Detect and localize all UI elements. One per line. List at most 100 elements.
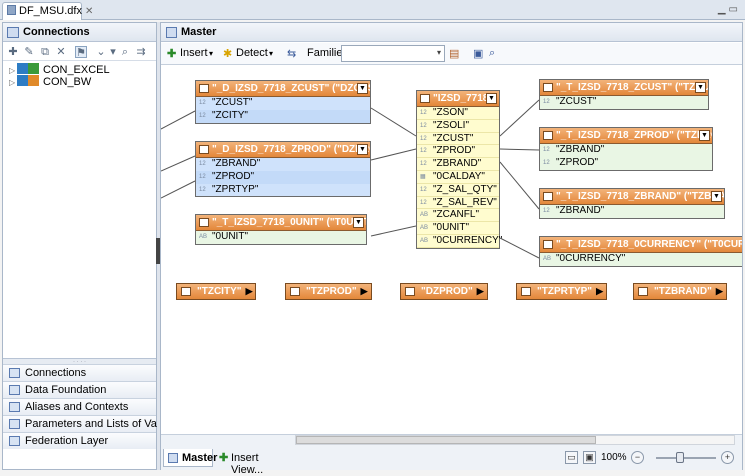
column-row[interactable]: AB"0CURRENCY" (540, 253, 742, 266)
table-izsd-7718[interactable]: "IZSD_7718"▼ 12"ZSON" 12"ZSOLI" 12"ZCUST… (416, 90, 502, 249)
column-row[interactable]: ▦"0CALDAY" (417, 171, 499, 184)
expand-arrow-icon[interactable]: ▶ (360, 286, 368, 296)
paint-icon[interactable]: ▤ (449, 48, 460, 60)
column-row[interactable]: 12"ZBRAND" (196, 158, 370, 171)
column-row[interactable]: 12"ZCUST" (196, 97, 370, 110)
splitter-grip[interactable]: · · · · (3, 358, 156, 365)
column-row[interactable]: 12"ZSOLI" (417, 120, 499, 133)
column-row[interactable]: 12"Z_SAL_REV" (417, 197, 499, 210)
tab-master[interactable]: Master (163, 449, 217, 467)
nav-connections[interactable]: Connections (3, 364, 156, 381)
table-tzbrand[interactable]: "_T_IZSD_7718_ZBRAND" ("TZBRAND")▼ 12"ZB… (539, 188, 725, 219)
alias-tzprod[interactable]: "TZPROD"▶ (285, 283, 372, 300)
table-header[interactable]: "_T_IZSD_7718_ZCUST" ("TZCUST")▼ (540, 80, 708, 96)
alias-tzprtyp[interactable]: "TZPRTYP"▶ (516, 283, 608, 300)
column-row[interactable]: 12"Z_SAL_QTY" (417, 184, 499, 197)
zoom-fit-icon[interactable]: ⌕ (489, 47, 496, 59)
window-controls[interactable]: ▁▭ (718, 4, 741, 15)
expand-arrow-icon[interactable]: ▶ (245, 286, 253, 296)
table-header[interactable]: "_T_IZSD_7718_ZBRAND" ("TZBRAND")▼ (540, 189, 724, 205)
nav-aliases-contexts[interactable]: Aliases and Contexts (3, 398, 156, 415)
filter-icon[interactable]: ⚑ (75, 46, 87, 59)
zoom-slider[interactable] (656, 457, 716, 459)
alias-tzcity[interactable]: "TZCITY"▶ (176, 283, 257, 300)
table-header[interactable]: "_T_IZSD_7718_ZPROD" ("TZPROD")▼ (540, 128, 712, 144)
tab-insert-view[interactable]: ✚Insert View... (217, 449, 287, 476)
chevron-down-icon[interactable]: ▾ (110, 46, 116, 58)
expand-icon[interactable]: ▷ (9, 66, 16, 75)
table-dzprod[interactable]: "_D_IZSD_7718_ZPROD" ("DZPROD")▼ 12"ZBRA… (195, 141, 371, 198)
column-row[interactable]: 12"ZPROD" (417, 145, 499, 159)
chevron-down-icon[interactable]: ▼ (486, 93, 497, 104)
detect-button[interactable]: Detect (236, 47, 268, 59)
diagram-canvas[interactable]: "_D_IZSD_7718_ZCUST" ("DZCUST")▼ 12"ZCUS… (161, 66, 742, 434)
table-header[interactable]: "_T_IZSD_7718_0CURRENCY" ("T0CURRENCY") (540, 237, 742, 253)
nav-data-foundation[interactable]: Data Foundation (3, 381, 156, 398)
fit-width-icon[interactable]: ▣ (583, 451, 596, 464)
table-header[interactable]: "IZSD_7718"▼ (417, 91, 499, 107)
zoom-in-icon[interactable]: + (721, 451, 734, 464)
file-tab[interactable]: DF_MSU.dfx✕ (2, 2, 93, 20)
column-row[interactable]: 12"ZCITY" (196, 109, 370, 123)
chevron-down-icon[interactable]: ▼ (695, 82, 706, 93)
table-tzcust[interactable]: "_T_IZSD_7718_ZCUST" ("TZCUST")▼ 12"ZCUS… (539, 79, 709, 110)
chevron-down-icon[interactable]: ▾ (269, 49, 274, 58)
chevron-down-icon[interactable]: ▼ (711, 191, 722, 202)
chevron-down-icon[interactable]: ▼ (357, 83, 368, 94)
new-connection-icon[interactable]: ✚ (8, 46, 18, 58)
layout-icon[interactable]: ⇆ (287, 48, 297, 60)
families-combo[interactable]: ▾ (341, 45, 445, 62)
zoom-out-icon[interactable]: − (631, 451, 644, 464)
column-row[interactable]: AB"0UNIT" (196, 231, 366, 244)
column-row[interactable]: 12"ZBRAND" (540, 144, 712, 157)
column-row[interactable]: 12"ZPRTYP" (196, 184, 370, 197)
expand-arrow-icon[interactable]: ▶ (596, 286, 604, 296)
minimize-icon[interactable]: ▁ (717, 4, 729, 15)
collapse-icon[interactable]: ⇉ (136, 46, 146, 58)
chevron-down-icon[interactable]: ▼ (357, 144, 368, 155)
column-row[interactable]: 12"ZSON" (417, 107, 499, 120)
delete-icon[interactable]: ✕ (56, 46, 66, 58)
fit-page-icon[interactable]: ▭ (565, 451, 578, 464)
chevron-down-icon[interactable]: ▼ (699, 130, 710, 141)
table-header[interactable]: "_D_IZSD_7718_ZPROD" ("DZPROD")▼ (196, 142, 370, 158)
nav-federation-layer[interactable]: Federation Layer (3, 432, 156, 449)
table-dzcust[interactable]: "_D_IZSD_7718_ZCUST" ("DZCUST")▼ 12"ZCUS… (195, 80, 371, 124)
alias-dzprod[interactable]: "DZPROD"▶ (400, 283, 488, 300)
column-row[interactable]: AB"0CURRENCY" (417, 235, 502, 248)
table-t0unit[interactable]: "_T_IZSD_7718_0UNIT" ("T0UNIT")▼ AB"0UNI… (195, 214, 367, 245)
column-row[interactable]: 12"ZBRAND" (540, 205, 724, 218)
tree-item-con-bw[interactable]: ▷CON_BW (9, 75, 91, 89)
expand-arrow-icon[interactable]: ▶ (715, 286, 723, 296)
table-tzprod[interactable]: "_T_IZSD_7718_ZPROD" ("TZPROD")▼ 12"ZBRA… (539, 127, 713, 171)
table-header[interactable]: "_T_IZSD_7718_0UNIT" ("T0UNIT")▼ (196, 215, 366, 231)
find-icon[interactable]: ⌕ (121, 46, 129, 58)
sort-icon[interactable]: ⌄ (96, 46, 106, 58)
maximize-icon[interactable]: ▭ (728, 4, 741, 15)
horizontal-scrollbar[interactable] (295, 435, 735, 445)
scrollbar-thumb[interactable] (296, 436, 596, 444)
column-row[interactable]: 12"ZCUST" (540, 96, 708, 109)
insert-button[interactable]: Insert (180, 47, 208, 59)
column-row[interactable]: 12"ZPROD" (196, 170, 370, 184)
column-row[interactable]: 12"ZBRAND" (417, 158, 499, 171)
page-icon[interactable]: ▣ (473, 48, 484, 60)
column-row[interactable]: AB"ZCANFL" (417, 209, 499, 223)
column-row[interactable]: AB"0UNIT" (417, 222, 499, 235)
table-t0currency[interactable]: "_T_IZSD_7718_0CURRENCY" ("T0CURRENCY") … (539, 236, 742, 267)
chevron-down-icon[interactable]: ▾ (436, 48, 441, 57)
chevron-down-icon[interactable]: ▼ (353, 217, 364, 228)
column-row[interactable]: 12"ZPROD" (540, 157, 712, 170)
table-header[interactable]: "_D_IZSD_7718_ZCUST" ("DZCUST")▼ (196, 81, 370, 97)
tree-item-con-excel[interactable]: ▷CON_EXCEL (9, 63, 110, 77)
close-icon[interactable]: ✕ (84, 6, 94, 17)
zoom-slider-knob[interactable] (676, 452, 684, 463)
copy-icon[interactable]: ⧉ (41, 46, 49, 58)
edit-icon[interactable]: ✎ (24, 46, 34, 58)
expand-arrow-icon[interactable]: ▶ (476, 286, 484, 296)
expand-icon[interactable]: ▷ (9, 78, 16, 87)
chevron-down-icon[interactable]: ▾ (209, 49, 214, 58)
collapse-handle[interactable] (156, 238, 160, 264)
nav-parameters-lov[interactable]: Parameters and Lists of Values (3, 415, 177, 432)
alias-tzbrand[interactable]: "TZBRAND"▶ (633, 283, 727, 300)
